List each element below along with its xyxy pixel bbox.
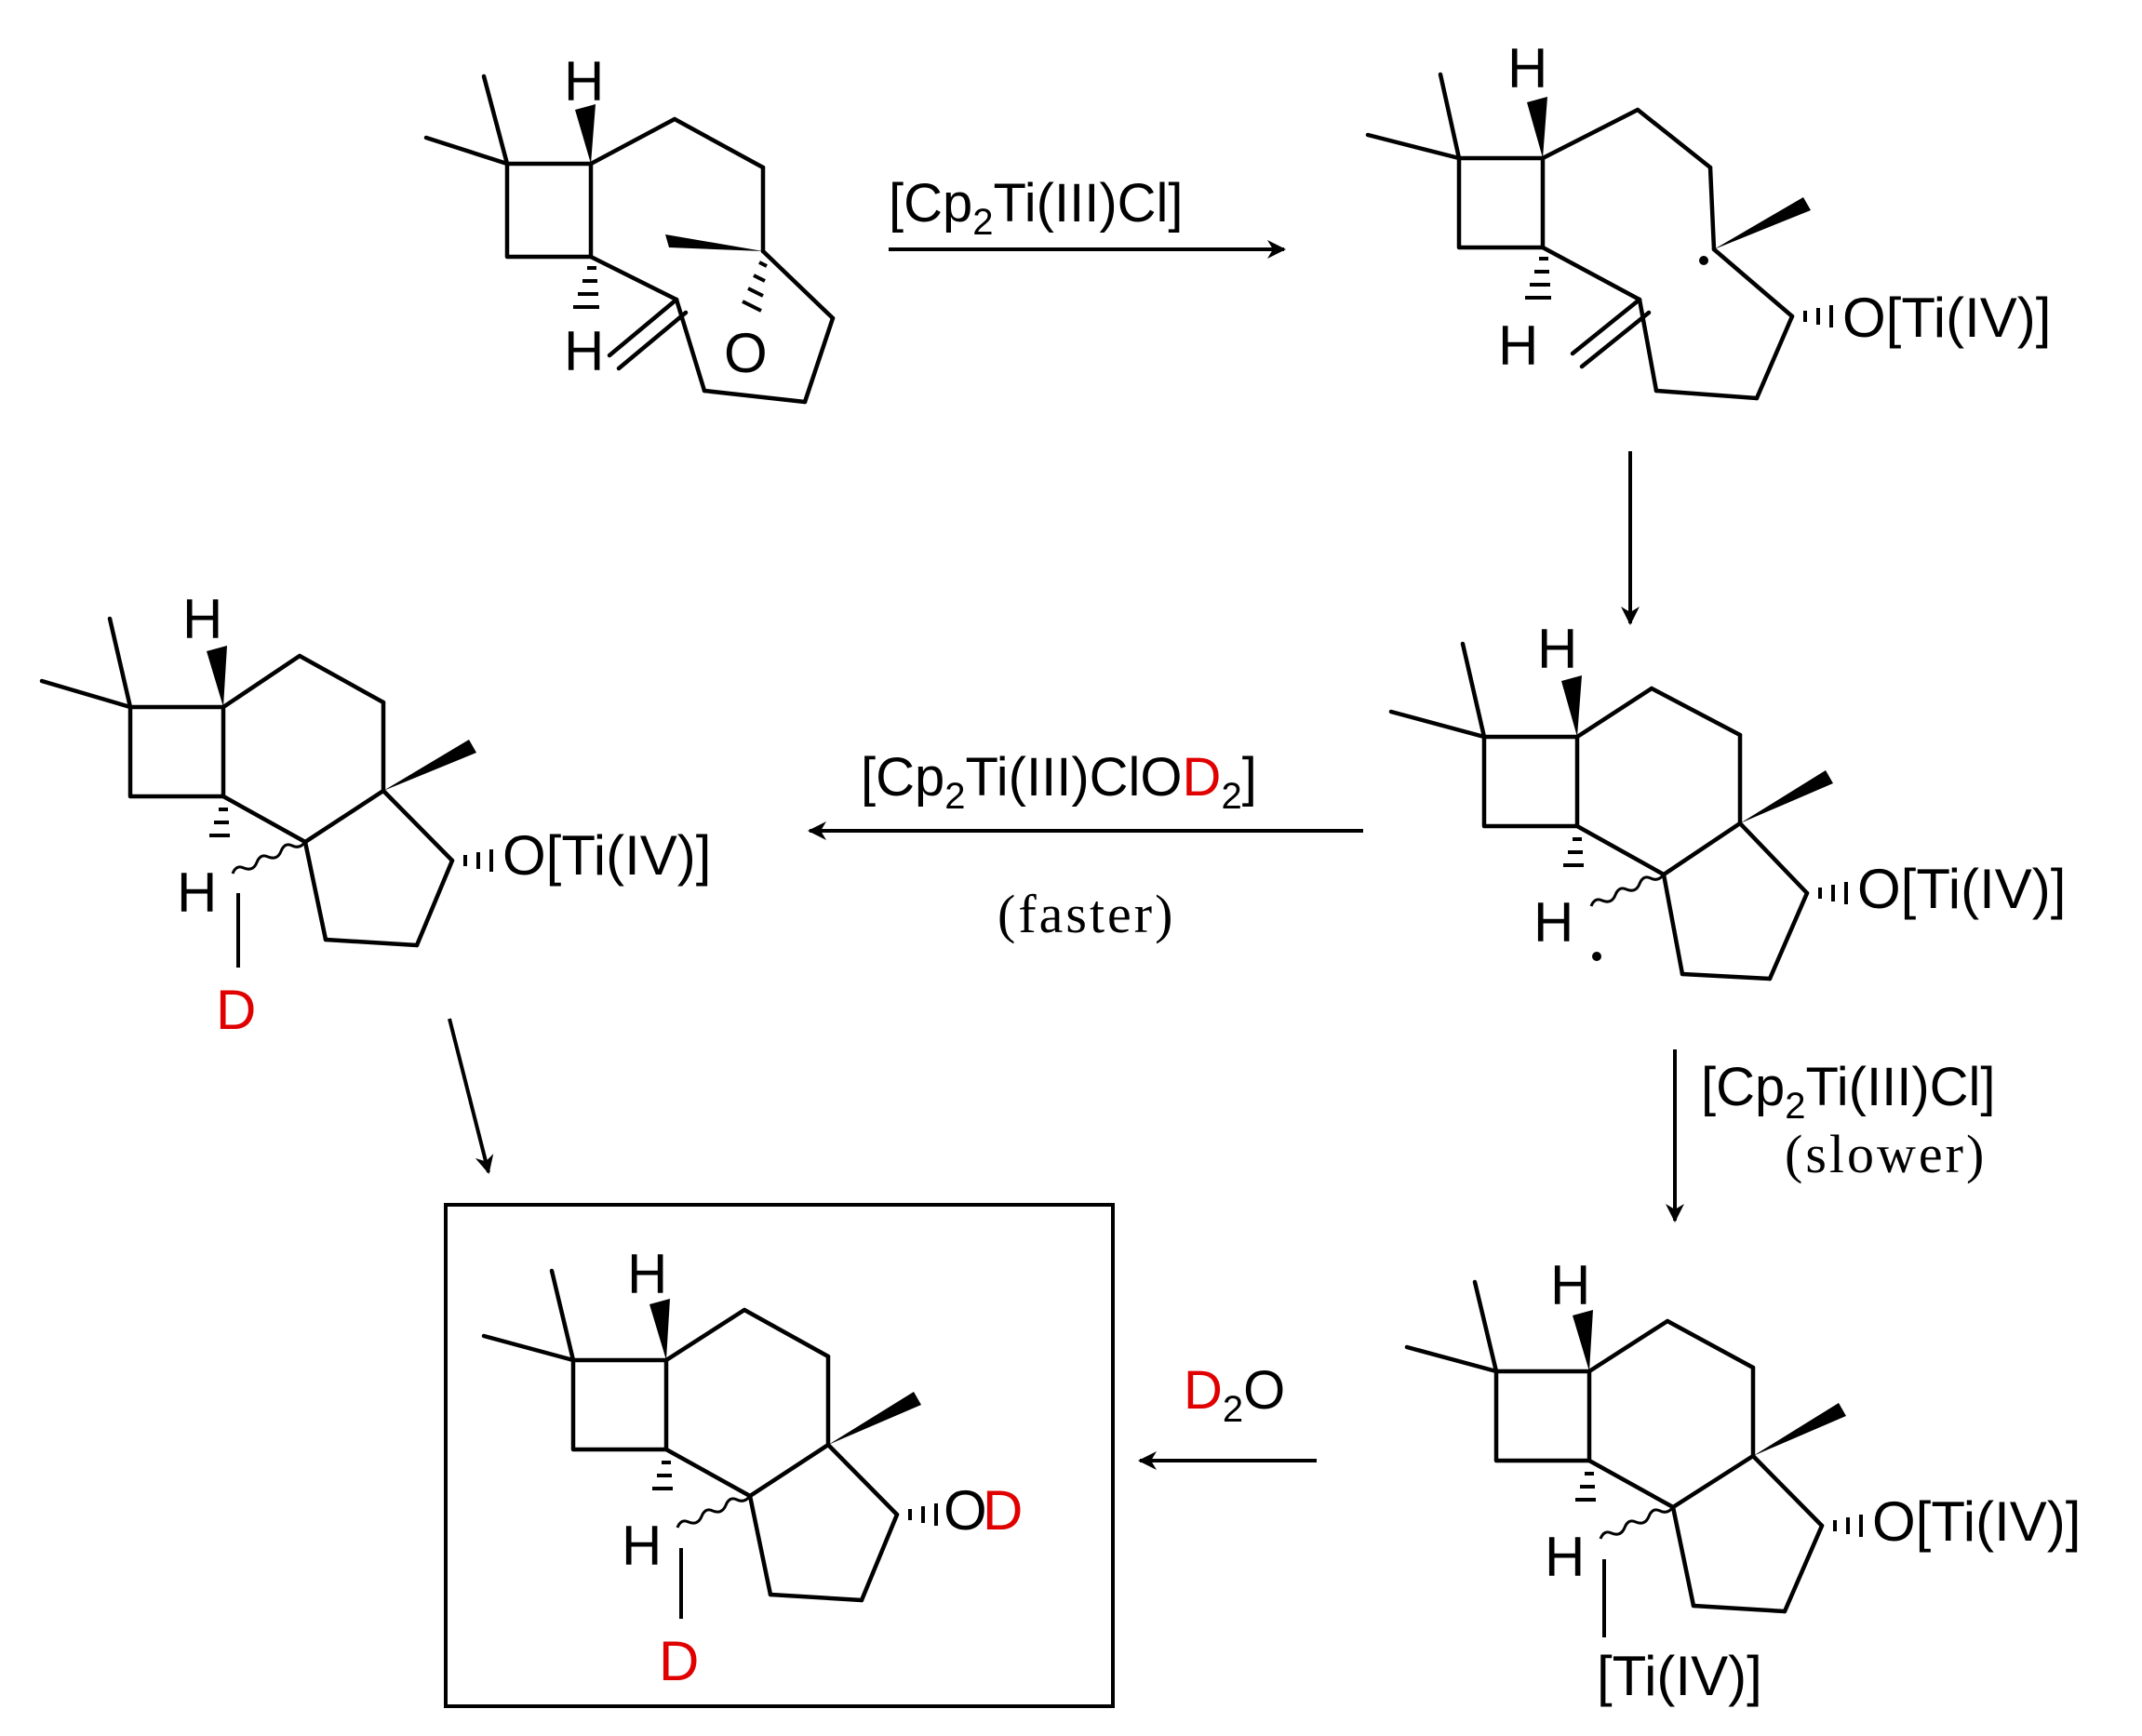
methyl-wedge-bond bbox=[1740, 770, 1833, 823]
reagent-note-slower: (slower) bbox=[1785, 1124, 1987, 1184]
atom-label-h: H bbox=[1545, 1526, 1585, 1588]
o-hash-bond bbox=[1803, 305, 1833, 327]
h-wedge-bond bbox=[649, 1299, 670, 1360]
h-wedge-bond bbox=[207, 646, 227, 707]
h-hash-bond bbox=[652, 1461, 673, 1490]
atom-label-d: D bbox=[983, 1479, 1023, 1542]
methyl-wedge-bond bbox=[665, 234, 763, 251]
atom-label-h: H bbox=[182, 588, 222, 650]
wavy-bond bbox=[1599, 1506, 1675, 1540]
atom-label-o: O bbox=[944, 1479, 987, 1542]
h-wedge-bond bbox=[1573, 1310, 1593, 1371]
atom-label-o-ti: O[Ti(IV)] bbox=[1872, 1490, 2081, 1553]
molecule-final-product: H H O D D bbox=[444, 1203, 1115, 1708]
h-hash-bond bbox=[1575, 1472, 1596, 1502]
atom-label-d: D bbox=[216, 979, 256, 1041]
molecule-organotitanium: H H O[Ti(IV)] [Ti(IV)] bbox=[1404, 1254, 2081, 1707]
methyl-wedge-bond bbox=[383, 740, 476, 791]
h-hash-bond bbox=[1563, 837, 1584, 867]
radical-dot bbox=[1592, 952, 1601, 961]
reagent-label-1: [Cp2Ti(III)Cl] bbox=[889, 173, 1184, 243]
atom-label-h: H bbox=[627, 1243, 667, 1305]
h-hash-bond bbox=[1525, 257, 1551, 300]
o-hash-bond bbox=[1818, 882, 1848, 904]
h-wedge-bond bbox=[575, 104, 596, 164]
molecule-open-radical: H H O[Ti(IV)] bbox=[1365, 37, 2051, 401]
molecule-cyclized-radical: H H O[Ti(IV)] bbox=[1388, 618, 2066, 982]
radical-dot bbox=[1699, 256, 1708, 265]
atom-label-h: H bbox=[1550, 1254, 1590, 1316]
atom-label-h: H bbox=[177, 861, 217, 924]
wavy-bond bbox=[676, 1495, 752, 1529]
atom-label-o-ti: O[Ti(IV)] bbox=[1857, 858, 2066, 920]
o-hash-bond bbox=[463, 849, 493, 872]
methyl-wedge-bond bbox=[1714, 197, 1811, 249]
methyl-wedge-bond bbox=[828, 1392, 921, 1445]
reagent-note-faster: (faster) bbox=[997, 884, 1175, 944]
methyl-wedge-bond bbox=[1753, 1403, 1846, 1456]
atom-label-h: H bbox=[622, 1515, 662, 1577]
reagent-label-4: [Cp2Ti(III)Cl] bbox=[1701, 1057, 1996, 1127]
atom-label-h: H bbox=[1537, 618, 1577, 680]
molecule-deuterated-intermediate: H H O[Ti(IV)] D bbox=[39, 588, 711, 1041]
atom-label-h: H bbox=[1498, 314, 1538, 377]
atom-label-h: H bbox=[564, 320, 604, 382]
o-hash-bond bbox=[1833, 1515, 1863, 1537]
atom-label-ti: [Ti(IV)] bbox=[1597, 1645, 1762, 1707]
atom-label-h: H bbox=[1507, 37, 1547, 100]
atom-label-o: O bbox=[724, 322, 768, 384]
reaction-arrow-5 bbox=[448, 1018, 494, 1174]
reagent-label-3: [Cp2Ti(III)ClOD2] bbox=[861, 747, 1257, 817]
product-highlight-box bbox=[444, 1203, 1115, 1708]
h-wedge-bond bbox=[1527, 97, 1547, 158]
epoxide-hash-bond bbox=[742, 260, 768, 313]
molecule-epoxide-start: H H O bbox=[423, 50, 836, 405]
atom-label-o-ti: O[Ti(IV)] bbox=[502, 824, 711, 887]
wavy-bond bbox=[231, 841, 307, 875]
atom-label-h: H bbox=[564, 50, 604, 113]
h-wedge-bond bbox=[1561, 675, 1582, 737]
h-hash-bond bbox=[573, 266, 599, 309]
atom-label-h: H bbox=[1533, 891, 1573, 954]
atom-label-o-ti: O[Ti(IV)] bbox=[1842, 287, 2051, 349]
reagent-label-6: D2O bbox=[1184, 1360, 1285, 1430]
atom-label-d: D bbox=[659, 1630, 699, 1692]
wavy-bond bbox=[1589, 874, 1666, 907]
h-hash-bond bbox=[209, 808, 230, 837]
o-hash-bond bbox=[908, 1503, 938, 1526]
